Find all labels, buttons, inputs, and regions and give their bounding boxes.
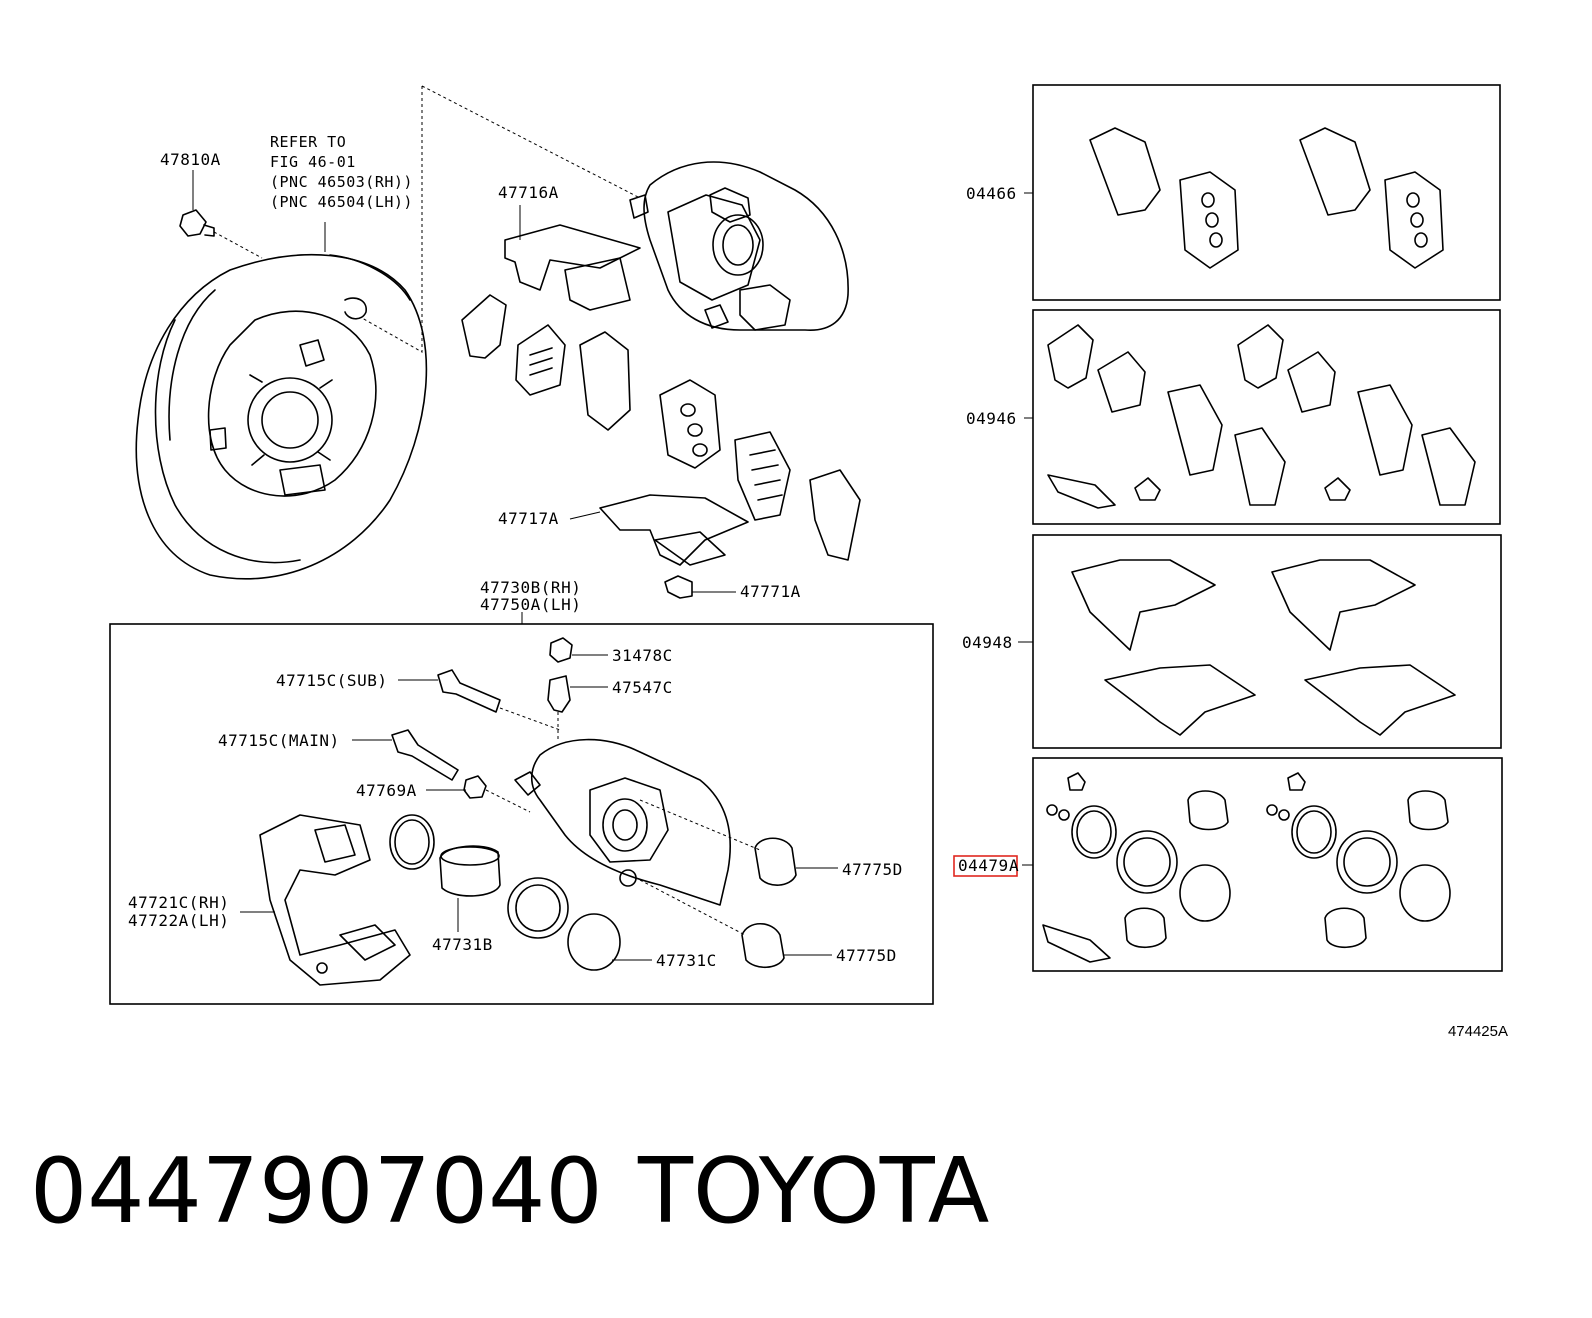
callout-47769A: 47769A [356,781,417,800]
callout-47716A: 47716A [498,183,559,202]
kit-box-04479 [1032,757,1503,972]
callout-47731C: 47731C [656,951,717,970]
callout-47775D-top: 47775D [842,860,903,879]
kit-box-04466 [1032,84,1501,301]
caption-brand: TOYOTA [637,1139,989,1244]
kit-label-04948: 04948 [962,633,1013,652]
clip-47717A-drawing [569,494,749,566]
kit-label-04466: 04466 [966,184,1017,203]
kit-box-04948 [1032,534,1502,749]
callout-31478C: 31478C [612,646,673,665]
upper-pads-drawing [461,294,861,561]
caliper-assembly-box [109,623,934,1005]
mount-bracket-drawing [240,814,411,986]
refer-note-line2: FIG 46-01 [270,153,356,171]
lower-caliper-drawing [514,738,761,936]
kit-04479-highlight-box [953,855,1018,877]
kit-04946-drawing [1047,324,1476,509]
clip-47716A-drawing [504,205,641,311]
callout-47715C-main: 47715C(MAIN) [218,731,340,750]
kit-label-04479-suffix: A [1009,856,1019,875]
guide-pins-drawing [352,669,561,813]
refer-note-line4: (PNC 46504(LH)) [270,193,413,211]
callout-47771A: 47771A [740,582,801,601]
callout-47547C: 47547C [612,678,673,697]
clip-47771A-drawing [664,575,736,599]
callout-47731B: 47731B [432,935,493,954]
kit-04466-drawing [1089,127,1444,269]
callout-47715C-sub: 47715C(SUB) [276,671,387,690]
bolt-47810A-drawing [179,170,263,259]
kit-04479-drawing [1042,772,1451,963]
refer-note-line3: (PNC 46503(RH)) [270,173,413,191]
bleeder-drawing [547,637,608,740]
upper-caliper-drawing [629,161,849,331]
seals-piston-drawing [389,814,652,971]
kit-04948-drawing [1071,559,1456,736]
callout-47750A: 47750A(LH) [480,595,581,614]
kit-label-04946: 04946 [966,409,1017,428]
callout-47721C: 47721C(RH) [128,893,229,912]
refer-note-line1: REFER TO [270,133,346,151]
callout-47775D-bottom: 47775D [836,946,897,965]
figure-code: 474425A [1448,1023,1508,1040]
callout-47730B: 47730B(RH) [480,578,581,597]
dust-boots-drawing [741,837,838,969]
callout-47722A: 47722A(LH) [128,911,229,930]
kit-label-04479: 04479 [958,856,1009,875]
callout-47810A: 47810A [160,150,221,169]
callout-47717A: 47717A [498,509,559,528]
backing-plate-drawing [135,222,428,580]
kit-box-04946 [1032,309,1501,525]
caption-part-number: 0447907040 [30,1139,603,1244]
